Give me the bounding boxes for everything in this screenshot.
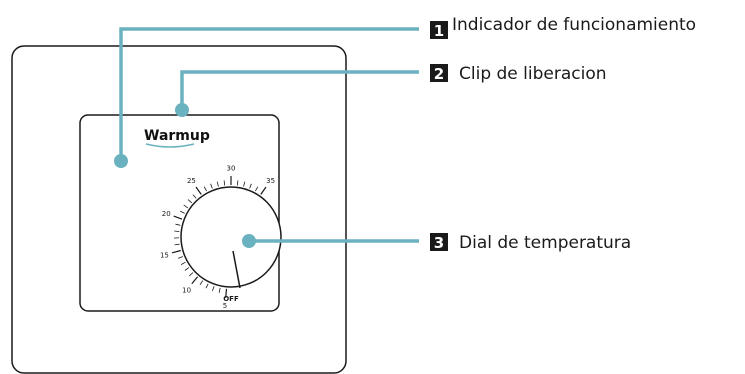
dial-minor-tick	[174, 230, 180, 232]
dial-minor-tick	[223, 180, 226, 186]
dial-major-tick	[225, 288, 228, 298]
dial-pointer	[232, 250, 241, 289]
callout-number-3: 3	[434, 234, 444, 252]
temperature-dial[interactable]	[180, 186, 282, 288]
callout-number-1: 1	[434, 22, 444, 40]
dial-minor-tick	[180, 210, 185, 214]
dial-minor-tick	[255, 186, 259, 192]
callout-badge-3	[430, 233, 448, 251]
dial-scale-label: 10	[182, 286, 191, 294]
dial-minor-tick	[216, 181, 219, 187]
dial-minor-tick	[212, 286, 215, 292]
dial-minor-tick	[249, 183, 252, 189]
callout-label-1: Indicador de funcionamiento	[452, 15, 696, 35]
dial-minor-tick	[199, 280, 204, 286]
callout-dot-1	[114, 154, 128, 168]
dial-major-tick	[191, 276, 199, 285]
dial-scale-ticks	[171, 176, 267, 298]
dial-major-tick	[195, 186, 202, 195]
dial-scale-label: 5	[223, 302, 227, 310]
dial-minor-tick	[175, 223, 181, 226]
dial-minor-tick	[184, 267, 190, 271]
brand-logo-swoosh	[145, 143, 195, 148]
callout-badge-1	[430, 21, 448, 39]
callout-label-3: Dial de temperatura	[459, 233, 631, 253]
dial-minor-tick	[174, 243, 180, 246]
callout-dot-3	[242, 234, 256, 248]
dial-minor-tick	[192, 194, 197, 199]
dial-minor-tick	[210, 183, 213, 189]
callout-badge-2	[430, 64, 448, 82]
dial-major-tick	[260, 186, 267, 195]
dial-scale-label: 20	[162, 210, 171, 218]
brand-logo: Warmup	[144, 128, 210, 144]
dial-major-tick	[171, 249, 181, 254]
callout-dot-2	[175, 103, 189, 117]
dial-minor-tick	[189, 272, 194, 277]
dial-scale-label: 30	[227, 165, 236, 173]
dial-minor-tick	[218, 287, 221, 293]
dial-minor-tick	[180, 261, 186, 265]
dial-scale-label: 35	[266, 177, 275, 185]
dial-scale-label: 15	[160, 251, 169, 259]
dial-minor-tick	[243, 181, 246, 187]
dial-minor-tick	[183, 204, 189, 209]
leader-line-1	[119, 27, 419, 161]
leader-line-2	[180, 70, 419, 110]
dial-scale-label: 25	[187, 177, 196, 185]
dial-major-tick	[173, 215, 183, 220]
dial-minor-tick	[236, 180, 239, 186]
dial-off-label: OFF	[223, 295, 239, 303]
dial-minor-tick	[178, 256, 183, 259]
callout-number-2: 2	[434, 65, 444, 83]
dial-minor-tick	[203, 186, 207, 192]
dial-minor-tick	[187, 199, 193, 204]
dial-minor-tick	[205, 283, 209, 289]
callout-label-2: Clip de liberacion	[459, 64, 607, 84]
dial-scale-labels: 5 10 15 20 25 30 35	[160, 165, 275, 311]
